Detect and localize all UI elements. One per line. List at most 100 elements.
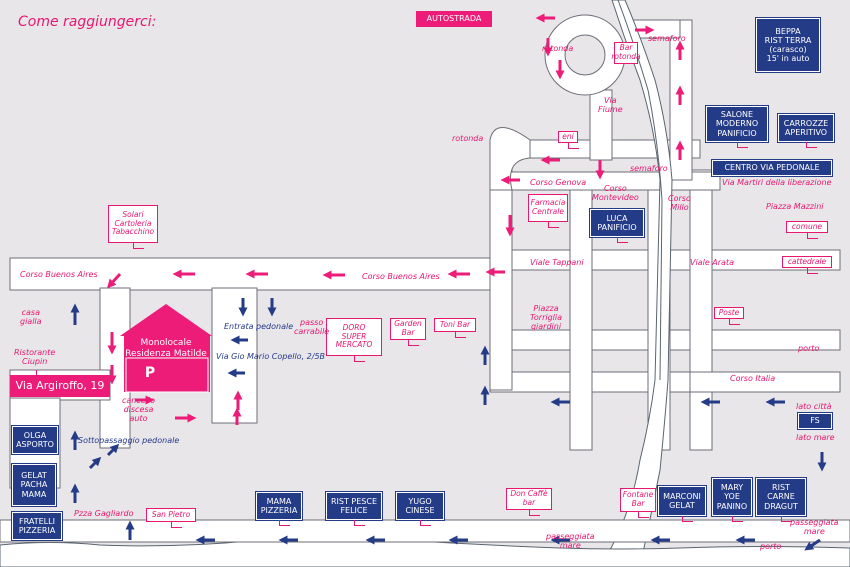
yugo-box: YUGO CINESE xyxy=(395,491,445,521)
page-title: Come raggiungerci: xyxy=(18,14,157,30)
label-lato-citta: lato città xyxy=(796,402,832,411)
marconi-tick xyxy=(682,516,693,522)
label-corso-buenos-aires-mid: Corso Buenos Aires xyxy=(362,272,440,281)
road-residence-access xyxy=(211,287,258,424)
label-porto-right: porto xyxy=(798,344,820,353)
residence-label: Monolocale Residenza Matilde xyxy=(125,338,207,359)
salone-tick xyxy=(737,142,748,148)
label-pzza-gagliardo: Pzza Gagliardo xyxy=(74,509,134,518)
san-pietro-tick xyxy=(171,522,182,528)
mary-box: MARY YOE PANINO xyxy=(711,477,753,517)
label-passeggiata-mare-mid: passeggiata mare xyxy=(546,532,595,551)
fs-box: FS xyxy=(797,412,833,430)
parking-icon: P xyxy=(140,363,160,383)
farmacia-tick xyxy=(548,222,559,228)
road-corso-italia-right xyxy=(689,371,841,393)
label-ristorante-ciupin: Ristorante Ciupin xyxy=(14,348,56,367)
label-corso-genova: Corso Genova xyxy=(530,178,587,187)
road-curve-left xyxy=(489,127,531,191)
label-lato-mare: lato mare xyxy=(796,433,835,442)
centro-box: CENTRO VIA PEDONALE xyxy=(711,159,833,177)
poste-box: Poste xyxy=(714,307,744,319)
olga-box: OLGA ASPORTO xyxy=(11,425,59,455)
marconi-box: MARCONI GELAT xyxy=(657,485,707,517)
river-centerline xyxy=(617,0,663,381)
road-col-4 xyxy=(689,169,713,451)
label-corso-montevideo: Corso Montevideo xyxy=(592,184,639,203)
label-via-martiri: Via Martiri della liberazione xyxy=(722,178,832,187)
label-cancello: cancello discesa auto xyxy=(122,396,156,424)
label-sottopassaggio: Sottopassaggio pedonale xyxy=(78,436,180,445)
cattedrale-box: cattedrale xyxy=(782,256,832,268)
comune-box: comune xyxy=(786,221,828,233)
garden-box: Garden Bar xyxy=(390,318,426,340)
mama-tick xyxy=(279,520,290,526)
beppa-box: BEPPA RIST TERRA (carasco) 15' in auto xyxy=(755,17,821,73)
label-rotonda-left: rotonda xyxy=(452,134,484,143)
luca-box: LUCA PANIFICIO xyxy=(589,208,645,238)
route-arrows xyxy=(106,13,685,425)
poste-tick xyxy=(729,319,740,325)
farmacia-box: Farmacia Centrale xyxy=(528,194,568,222)
don-caffe-box: Don Caffè bar xyxy=(506,488,552,510)
mama-box: MAMA PIZZERIA xyxy=(255,491,303,521)
seafront-road xyxy=(0,519,850,543)
label-semaforo-mid: semaforo xyxy=(630,164,668,173)
solari-box: Solari Cartoleria Tabacchino xyxy=(108,205,158,243)
residence-house-icon xyxy=(120,304,212,393)
fontane-box: Fontane Bar xyxy=(620,488,656,512)
luca-tick xyxy=(617,237,628,243)
yugo-tick xyxy=(420,520,431,526)
label-via-copello: Via Gio Mario Copello, 2/5B xyxy=(216,352,326,361)
salone-box: SALONE MODERNO PANIFICIO xyxy=(705,105,769,143)
label-viale-arata: Viale Arata xyxy=(690,258,734,267)
walk-arrow-9 xyxy=(106,443,120,457)
label-casa-gialla: casa gialla xyxy=(20,308,42,327)
label-porto-bottom: porto xyxy=(760,542,782,551)
via-argiroffo-label: Via Argiroffo, 19 xyxy=(10,375,110,397)
walk-arrows xyxy=(70,298,827,551)
eni-tick xyxy=(568,143,579,149)
carrozze-tick xyxy=(806,142,817,148)
walk-arrow-18 xyxy=(804,538,821,551)
rist-pesce-box: RIST PESCE FELICE xyxy=(325,491,383,521)
river xyxy=(599,0,673,567)
eni-box: eni xyxy=(558,131,578,143)
toni-tick xyxy=(455,332,466,338)
walk-arrow-8 xyxy=(88,456,102,470)
doro-tick xyxy=(354,356,365,362)
rist-carne-box: RIST CARNE DRAGUT xyxy=(755,477,807,517)
label-rotonda-top: rotonda xyxy=(542,44,574,53)
bar-rotonda-box: Bar rotonda xyxy=(611,42,641,64)
san-pietro-box: San Pietro xyxy=(146,508,196,522)
carrozze-box: CARROZZE APERITIVO xyxy=(777,113,835,143)
label-via-fiume: Via Fiume xyxy=(598,96,623,115)
toni-box: Toni Bar xyxy=(434,318,476,332)
comune-tick xyxy=(807,233,818,239)
label-viale-tappani: Viale Tappani xyxy=(530,258,584,267)
label-corso-millo: Corso Millo xyxy=(668,194,691,213)
road-col-2 xyxy=(569,179,593,451)
doro-box: DORO SUPER MERCATO xyxy=(326,318,382,356)
cattedrale-tick xyxy=(807,268,818,274)
solari-tick xyxy=(133,243,144,249)
autostrada-label: AUTOSTRADA xyxy=(416,11,492,27)
ciupin-tick xyxy=(36,370,47,376)
label-piazza-torriglia: Piazza Torriglia giardini xyxy=(530,304,563,332)
mary-tick xyxy=(732,516,743,522)
label-corso-buenos-aires-left: Corso Buenos Aires xyxy=(20,270,98,279)
arrow-17 xyxy=(106,272,122,289)
label-entrata-pedonale: Entrata pedonale xyxy=(224,322,294,331)
fratelli-box: FRATELLI PIZZERIA xyxy=(11,511,63,541)
garden-tick xyxy=(408,340,419,346)
rist-carne-tick xyxy=(781,516,792,522)
label-passeggiata-mare-right: passeggiata mare xyxy=(790,518,839,537)
fontane-tick xyxy=(638,512,649,518)
gelat-pacha-box: GELAT PACHA MAMA xyxy=(11,463,57,507)
don-caffe-tick xyxy=(529,510,540,516)
label-passo-carrabile: passo carrabile xyxy=(294,318,330,337)
rist-pesce-tick xyxy=(354,520,365,526)
label-corso-italia: Corso Italia xyxy=(730,374,776,383)
label-semaforo-top: semaforo xyxy=(648,34,686,43)
label-piazza-mazzini: Piazza Mazzini xyxy=(766,202,824,211)
